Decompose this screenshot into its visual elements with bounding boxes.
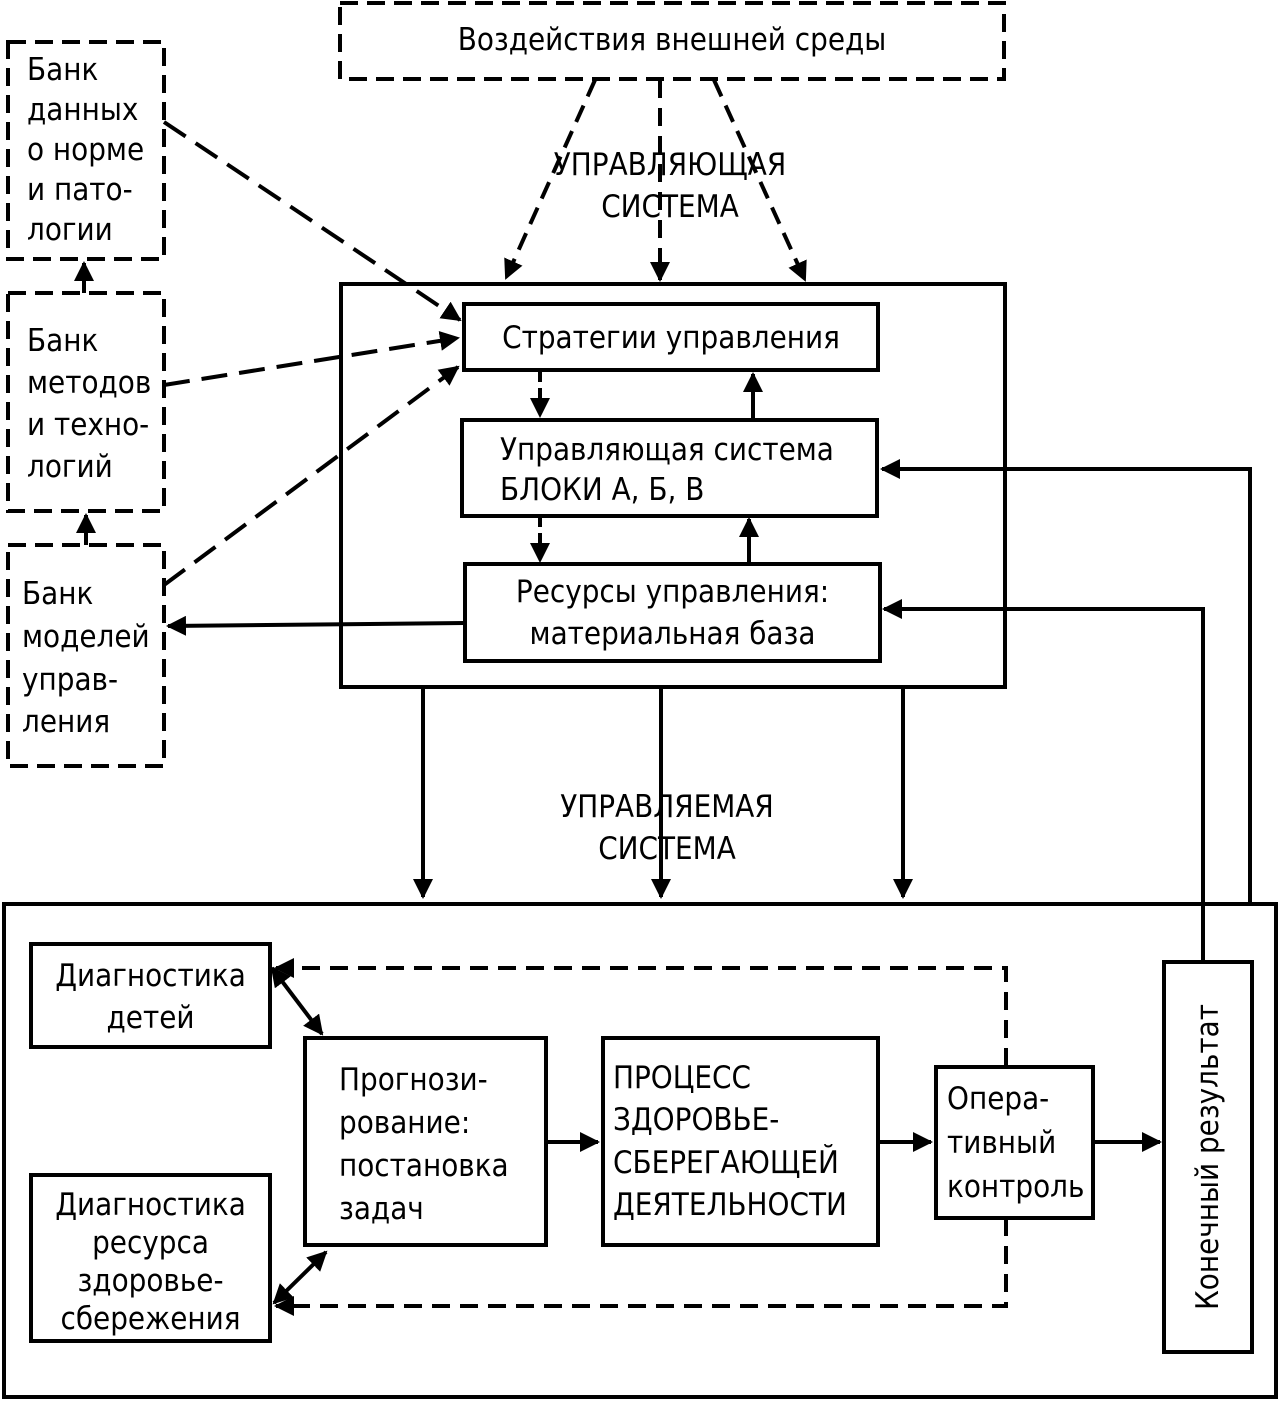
external-arrow-left bbox=[504, 79, 597, 280]
resources-line-2: материальная база bbox=[529, 616, 816, 652]
control-to-diagnostics-children-dashed bbox=[274, 958, 1008, 1066]
data-bank-line-1: Банк bbox=[27, 52, 99, 88]
forecasting-line-1: Прогнози- bbox=[339, 1062, 488, 1098]
data-bank-to-strategies-arrow bbox=[162, 120, 462, 322]
diagnostics-resource-line-1: Диагностика bbox=[55, 1187, 246, 1223]
data-bank-line-3: о норме bbox=[27, 132, 145, 168]
control-system-frame bbox=[339, 282, 1007, 689]
models-bank-to-strategies-arrow bbox=[162, 365, 460, 587]
forecasting-box: Прогнози- рование: постановка задач bbox=[303, 1036, 548, 1247]
process-box: ПРОЦЕСС ЗДОРОВЬЕ- СБЕРЕГАЮЩЕЙ ДЕЯТЕЛЬНОС… bbox=[601, 1036, 880, 1247]
control-to-diagnostics-resource-dashed bbox=[274, 1218, 1008, 1316]
control-blocks-line-1: Управляющая система bbox=[500, 432, 834, 468]
data-bank-line-4: и пато- bbox=[27, 172, 133, 208]
external-box-border bbox=[338, 1, 1006, 81]
data-bank-line-5: логии bbox=[27, 212, 113, 248]
forecasting-line-3: постановка bbox=[339, 1148, 509, 1184]
methods-bank-line-2: методов bbox=[27, 365, 152, 401]
operational-control-line-1: Опера- bbox=[947, 1081, 1050, 1117]
managed-system-label-2: СИСТЕМА bbox=[598, 831, 736, 867]
process-line-2: ЗДОРОВЬЕ- bbox=[613, 1102, 780, 1138]
control-blocks-line-2: БЛОКИ А, Б, В bbox=[500, 472, 705, 508]
managed-system-label-1: УПРАВЛЯЕМАЯ bbox=[560, 789, 774, 825]
models-bank-line-4: ления bbox=[22, 704, 111, 740]
managed-system-frame bbox=[2, 902, 1278, 1399]
data-bank-line-2: данных bbox=[27, 92, 139, 128]
operational-control-line-3: контроль bbox=[947, 1169, 1085, 1205]
external-environment-label: Воздействия внешней среды bbox=[457, 22, 887, 58]
forecasting-line-2: рование: bbox=[339, 1105, 471, 1141]
diagnostics-children-box: Диагностика детей bbox=[29, 942, 272, 1049]
methods-bank-line-4: логий bbox=[27, 449, 113, 485]
resources-to-models-arrow bbox=[166, 615, 465, 636]
process-line-1: ПРОЦЕСС bbox=[613, 1060, 751, 1096]
diagnostics-children-forecast-arrow bbox=[270, 966, 324, 1036]
control-system-label-2: СИСТЕМА bbox=[601, 189, 739, 225]
final-result-label: Конечный результат bbox=[1190, 1003, 1226, 1311]
final-result-box: Конечный результат bbox=[1162, 960, 1254, 1354]
operational-control-line-2: тивный bbox=[947, 1125, 1057, 1161]
process-line-4: ДЕЯТЕЛЬНОСТИ bbox=[613, 1187, 847, 1223]
models-bank-line-1: Банк bbox=[22, 576, 94, 612]
models-bank-line-3: управ- bbox=[22, 662, 119, 698]
control-system-label-1: УПРАВЛЯЮЩАЯ bbox=[553, 147, 787, 183]
diagnostics-resource-forecast-arrow bbox=[272, 1250, 328, 1305]
diagnostics-resource-line-3: здоровье- bbox=[77, 1263, 224, 1299]
process-line-3: СБЕРЕГАЮЩЕЙ bbox=[613, 1145, 839, 1181]
resources-box: Ресурсы управления: материальная база bbox=[463, 562, 882, 663]
operational-control-box: Опера- тивный контроль bbox=[934, 1065, 1095, 1220]
external-arrow-right bbox=[712, 79, 807, 282]
control-blocks-box: Управляющая система БЛОКИ А, Б, В bbox=[460, 418, 879, 518]
data-bank-border bbox=[6, 40, 166, 261]
forecasting-line-4: задач bbox=[339, 1191, 424, 1227]
resources-line-1: Ресурсы управления: bbox=[515, 574, 830, 610]
diagnostics-children-line-1: Диагностика bbox=[55, 958, 246, 994]
diagnostics-resource-line-4: сбережения bbox=[60, 1301, 241, 1337]
methods-bank-line-1: Банк bbox=[27, 323, 99, 359]
strategies-box: Стратегии управления bbox=[462, 302, 880, 372]
methods-bank-border bbox=[6, 291, 166, 513]
strategies-label: Стратегии управления bbox=[502, 320, 840, 356]
models-bank-line-2: моделей bbox=[22, 619, 150, 655]
diagnostics-resource-box: Диагностика ресурса здоровье- сбережения bbox=[29, 1173, 272, 1343]
diagnostics-resource-line-2: ресурса bbox=[92, 1225, 209, 1261]
diagnostics-children-line-2: детей bbox=[106, 1000, 195, 1036]
methods-bank-line-3: и техно- bbox=[27, 407, 150, 443]
methods-bank-to-strategies-arrow bbox=[163, 330, 460, 387]
feedback-to-resources-line bbox=[882, 599, 1205, 962]
